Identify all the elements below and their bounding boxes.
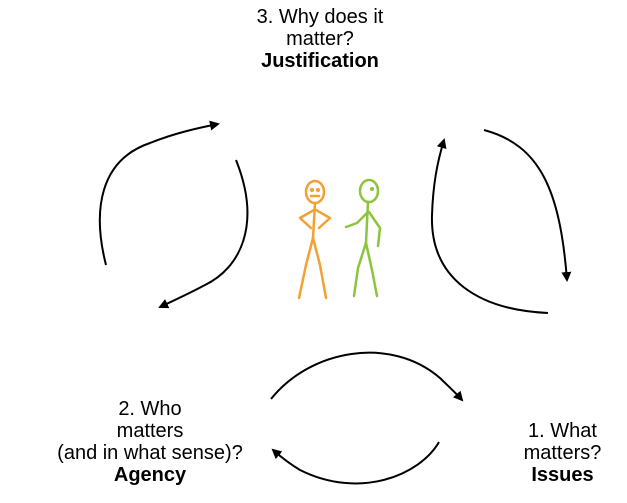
- node-agency-line3: (and in what sense)?: [57, 442, 243, 464]
- arrow-issues-to-justification: [430, 138, 549, 314]
- node-agency-line1: 2. Who: [118, 398, 182, 420]
- node-agency-keyword: Agency: [113, 464, 187, 486]
- node-issues-line2: matters?: [523, 442, 602, 464]
- green-stick-figure-icon: [344, 178, 382, 298]
- node-agency: 2. Who matters (and in what sense)? Agen…: [30, 398, 270, 486]
- node-justification-line2: matter?: [286, 28, 354, 50]
- node-issues-line1: 1. What: [528, 420, 597, 442]
- arrow-agency-to-justification: [98, 120, 220, 266]
- orange-stick-figure-icon: [297, 179, 332, 300]
- arrow-agency-to-issues: [270, 351, 464, 402]
- node-agency-line2: matters: [116, 420, 184, 442]
- node-justification-keyword: Justification: [261, 50, 379, 72]
- node-justification: 3. Why does it matter? Justification: [210, 6, 430, 72]
- node-issues: 1. What matters? Issues: [500, 420, 625, 486]
- arrow-justification-to-agency: [158, 159, 249, 309]
- node-justification-line1: 3. Why does it: [256, 6, 384, 28]
- arrow-issues-to-agency: [271, 441, 440, 485]
- arrow-justification-to-issues: [483, 129, 572, 282]
- node-issues-keyword: Issues: [531, 464, 594, 486]
